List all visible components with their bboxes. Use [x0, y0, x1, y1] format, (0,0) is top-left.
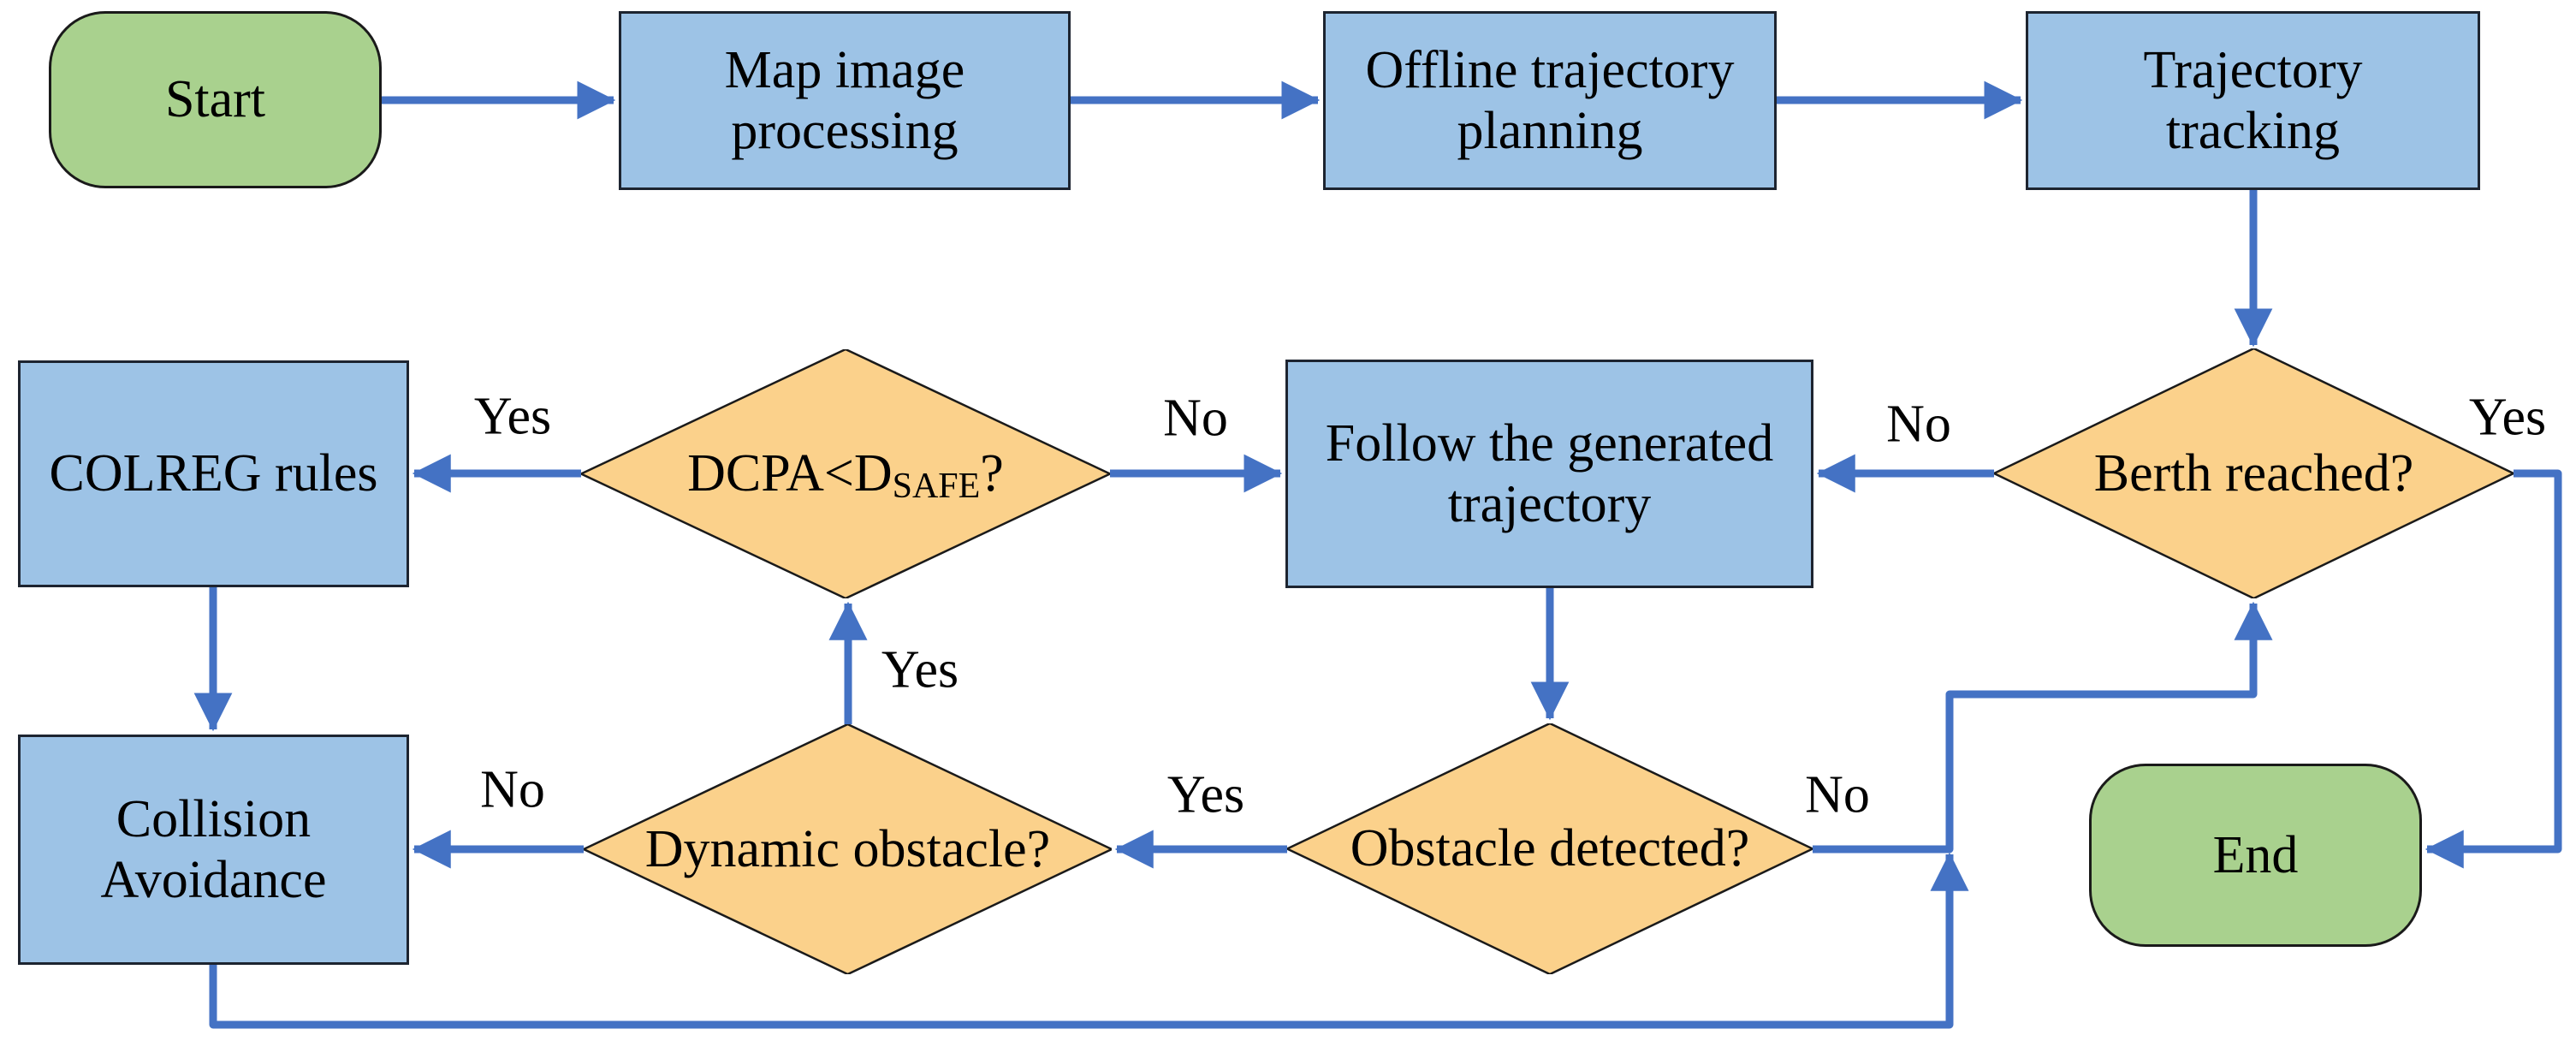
dcpa-subscript: SAFE	[892, 467, 981, 507]
edge-label-dynamic-yes: Yes	[881, 640, 959, 699]
edge-label-obstacle-no: No	[1805, 765, 1870, 824]
node-end: End	[2089, 764, 2422, 947]
diamond-shape	[581, 349, 1110, 598]
edge-collision-feedback	[209, 852, 1969, 1029]
node-map-image-processing: Map image processing	[619, 11, 1071, 190]
edge-label-dcpa-yes: Yes	[473, 387, 552, 446]
diamond-shape	[1287, 723, 1813, 974]
node-collision-avoidance: Collision Avoidance	[18, 735, 409, 965]
node-offline-trajectory-planning: Offline trajectory planning	[1323, 11, 1777, 190]
node-offline-label: Offline trajectory planning	[1365, 41, 1735, 160]
edge-label-berth-yes: Yes	[2468, 388, 2547, 447]
node-start: Start	[49, 11, 382, 188]
diamond-shape	[1994, 348, 2514, 598]
edge-label-obstacle-yes: Yes	[1166, 765, 1245, 824]
node-dynamic-label: Dynamic obstacle?	[644, 819, 1051, 878]
node-collision-label: Collision Avoidance	[100, 790, 327, 909]
edge-label-berth-no: No	[1886, 395, 1951, 454]
node-colreg-rules: COLREG rules	[18, 360, 409, 587]
node-end-label: End	[2212, 825, 2299, 884]
node-follow-label: Follow the generated trajectory	[1325, 414, 1774, 533]
node-dynamic-obstacle-decision: Dynamic obstacle?	[584, 724, 1112, 974]
node-trajectory-tracking: Trajectory tracking	[2026, 11, 2480, 190]
edge-berth-yes-to-end	[2425, 469, 2562, 869]
node-colreg-label: COLREG rules	[49, 444, 378, 503]
node-follow-generated-trajectory: Follow the generated trajectory	[1285, 360, 1813, 588]
node-tracking-label: Trajectory tracking	[2143, 41, 2363, 160]
node-obstacle-label: Obstacle detected?	[1350, 819, 1750, 878]
node-obstacle-detected-decision: Obstacle detected?	[1287, 723, 1813, 974]
node-dcpa-label: DCPA<DSAFE?	[687, 444, 1004, 507]
node-start-label: Start	[164, 70, 266, 129]
node-dcpa-safe-decision: DCPA<DSAFE?	[581, 349, 1110, 598]
edge-label-dynamic-no: No	[480, 760, 545, 819]
node-berth-reached-decision: Berth reached?	[1994, 348, 2514, 598]
node-berth-label: Berth reached?	[2093, 443, 2414, 503]
edge-obstacle-no-to-berth	[1813, 601, 2273, 854]
edge-label-dcpa-no: No	[1163, 389, 1228, 448]
diamond-shape	[584, 724, 1112, 974]
node-map-label: Map image processing	[724, 41, 965, 160]
